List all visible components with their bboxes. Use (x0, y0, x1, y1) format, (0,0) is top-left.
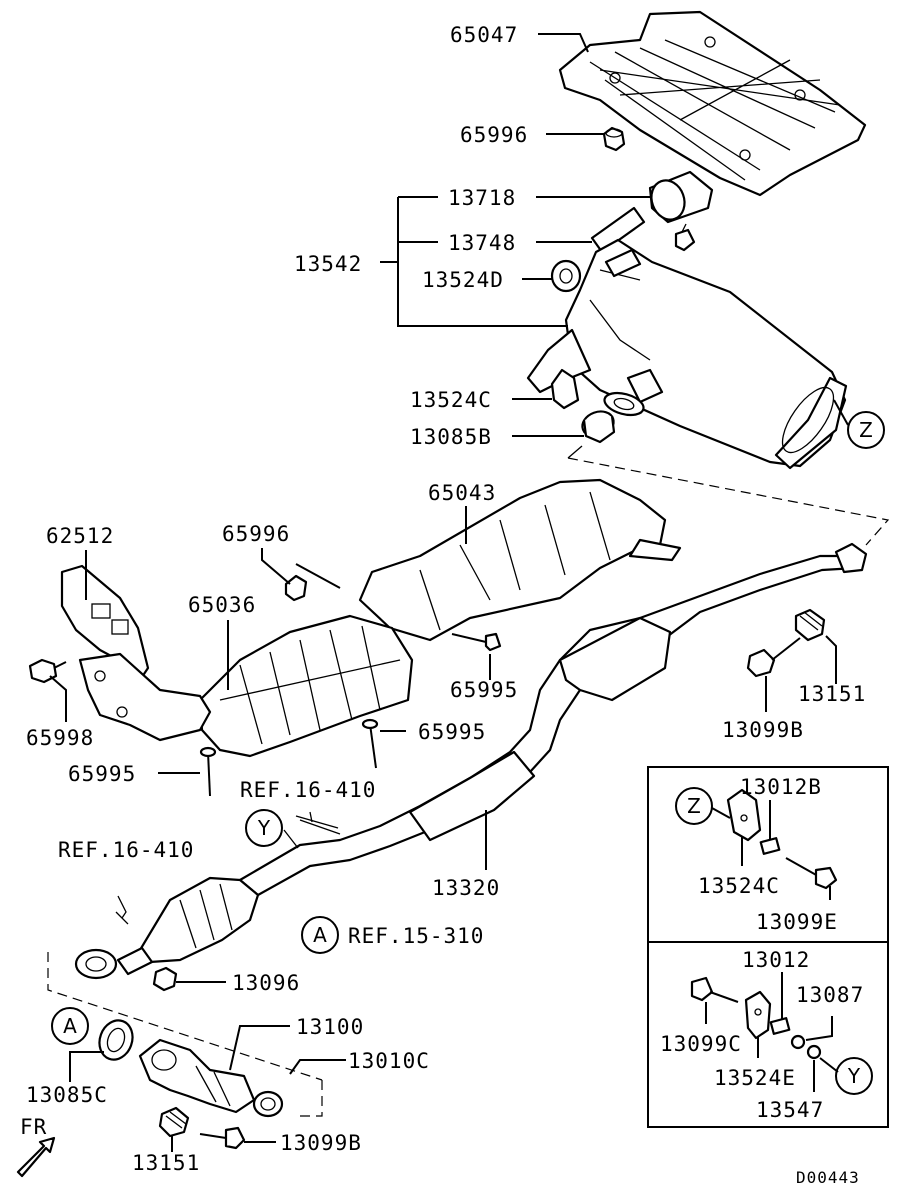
label-ref-15-310: REF.15-310 (348, 924, 484, 948)
bolt-65998[interactable] (28, 658, 67, 684)
floor-heat-protector-65047[interactable] (558, 10, 867, 197)
inset-bolt-13099E[interactable] (785, 857, 838, 890)
svg-text:A: A (313, 923, 327, 947)
label-65995-right: 65995 (450, 678, 518, 702)
part-labels: 65047 65996 13718 13748 13542 13524D 135… (20, 23, 866, 1187)
inset-leader-lines (705, 800, 839, 1092)
label-65047: 65047 (450, 23, 518, 47)
label-65996-mid: 65996 (222, 522, 290, 546)
label-fr: FR (20, 1115, 47, 1139)
bolt-13099B-right[interactable] (746, 637, 801, 678)
label-diagram-id: D00443 (796, 1168, 860, 1187)
inset-hanger-13524C[interactable] (726, 788, 762, 842)
bolt-65995-right[interactable] (451, 632, 502, 652)
gasket-13085B[interactable] (579, 407, 617, 444)
svg-text:Y: Y (847, 1064, 861, 1088)
label-13085B: 13085B (410, 425, 492, 449)
label-65998: 65998 (26, 726, 94, 750)
bolt-13099B-bottom[interactable] (199, 1126, 246, 1150)
label-13718: 13718 (448, 186, 516, 210)
label-13096: 13096 (232, 971, 300, 995)
label-inset-13547: 13547 (756, 1098, 824, 1122)
label-13542: 13542 (294, 252, 362, 276)
label-65043: 65043 (428, 481, 496, 505)
inset-hanger-13524E[interactable] (744, 990, 772, 1040)
gasket-13010C[interactable] (252, 1090, 284, 1118)
cutter-13748[interactable] (590, 206, 646, 254)
inset-collar-13012[interactable] (769, 1017, 791, 1035)
main-muffler-13542[interactable] (526, 238, 848, 470)
label-inset-13012: 13012 (742, 948, 810, 972)
label-inset-13087: 13087 (796, 983, 864, 1007)
label-13100: 13100 (296, 1015, 364, 1039)
tail-pipe-13718[interactable] (646, 170, 714, 224)
label-13320: 13320 (432, 876, 500, 900)
marker-z-inset: Z (675, 787, 713, 825)
marker-y-inset: Y (835, 1057, 873, 1095)
inset-washer-13547[interactable] (806, 1044, 822, 1060)
label-13524C-top: 13524C (410, 388, 492, 412)
label-13151-bottom: 13151 (132, 1151, 200, 1175)
label-inset-13524E: 13524E (714, 1066, 796, 1090)
heat-protector-65043[interactable] (358, 478, 682, 642)
marker-z-main: Z (847, 411, 885, 449)
label-inset-13524C: 13524C (698, 874, 780, 898)
label-13010C: 13010C (348, 1049, 430, 1073)
front-direction-arrow-icon (16, 1136, 56, 1178)
label-13099B-right: 13099B (722, 718, 804, 742)
label-inset-13012B: 13012B (740, 775, 822, 799)
hanger-13524D[interactable] (550, 259, 582, 293)
label-65995-mid: 65995 (418, 720, 486, 744)
svg-text:Z: Z (687, 794, 701, 818)
bolt-65995-left[interactable] (199, 746, 217, 797)
label-65996-top: 65996 (460, 123, 528, 147)
label-inset-13099E: 13099E (756, 910, 838, 934)
hanger-13524C[interactable] (550, 368, 580, 410)
spring-13151-bottom[interactable] (158, 1106, 190, 1138)
marker-y-main: Y (245, 809, 283, 847)
spring-13151-right[interactable] (794, 608, 826, 642)
catalytic-converter (116, 876, 260, 976)
label-13524D: 13524D (422, 268, 504, 292)
bolt-13748[interactable] (674, 223, 696, 252)
label-62512: 62512 (46, 524, 114, 548)
label-65036: 65036 (188, 593, 256, 617)
front-exhaust-pipe-13100[interactable] (138, 1038, 256, 1114)
label-13099B-bottom: 13099B (280, 1131, 362, 1155)
label-13151-right: 13151 (798, 682, 866, 706)
svg-text:Y: Y (257, 816, 271, 840)
label-ref-16-410-top: REF.16-410 (240, 778, 376, 802)
front-pipe-bracket (78, 652, 212, 742)
label-65995-left: 65995 (68, 762, 136, 786)
center-exhaust-pipe-13320[interactable] (238, 542, 868, 897)
heat-protector-65036[interactable] (198, 614, 414, 758)
detail-inset-box (647, 766, 889, 1128)
bolt-65995-mid[interactable] (361, 718, 379, 769)
gasket-13085C[interactable] (94, 1016, 138, 1065)
flange-gasket-front (74, 948, 118, 980)
nut-13096[interactable] (152, 966, 178, 992)
inset-bolt-13099C[interactable] (690, 976, 739, 1003)
inset-collar-13012B[interactable] (759, 837, 781, 855)
leader-lines (49, 33, 849, 1152)
marker-a-main: A (301, 916, 339, 954)
nut-65996-top[interactable] (602, 126, 626, 152)
label-ref-16-410-left: REF.16-410 (58, 838, 194, 862)
flange-ring (603, 391, 645, 417)
svg-text:A: A (63, 1014, 77, 1038)
label-inset-13099C: 13099C (660, 1032, 742, 1056)
svg-text:Z: Z (859, 418, 873, 442)
label-13748: 13748 (448, 231, 516, 255)
clip-65996-mid[interactable] (284, 574, 308, 602)
label-13085C: 13085C (26, 1083, 108, 1107)
marker-a-bottom: A (51, 1007, 89, 1045)
inset-washer-13087[interactable] (790, 1034, 806, 1050)
